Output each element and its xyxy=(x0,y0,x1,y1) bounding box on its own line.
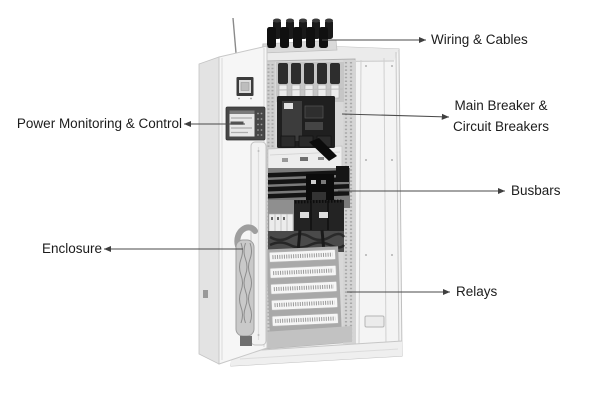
cable-glands xyxy=(262,18,338,54)
cable-loom xyxy=(234,224,258,346)
main-breaker-label: Main Breaker & Circuit Breakers xyxy=(452,98,550,134)
internal-cables xyxy=(268,229,346,253)
annotation-arrows xyxy=(103,36,506,296)
meter-display xyxy=(236,77,254,100)
relay-rows xyxy=(266,246,342,334)
antenna xyxy=(232,17,237,54)
enclosure-label: Enclosure xyxy=(41,241,102,256)
wiring-cables-label: Wiring & Cables xyxy=(431,32,528,47)
main-breaker xyxy=(277,96,337,161)
wire-duct xyxy=(250,141,267,346)
busbars-label: Busbars xyxy=(511,183,561,198)
power-monitoring-label: Power Monitoring & Control xyxy=(16,116,182,131)
ct-insulator-section xyxy=(276,62,344,102)
contactor-row xyxy=(268,199,344,234)
breaker-handle xyxy=(309,138,337,161)
cabinet-interior xyxy=(262,58,356,350)
door-side-strip xyxy=(198,56,220,365)
relays-label: Relays xyxy=(456,284,498,299)
main-breaker-arrow xyxy=(341,113,450,120)
panel-cutout xyxy=(364,315,385,328)
right-panel xyxy=(358,51,400,353)
door-latch xyxy=(203,290,208,298)
din-modules xyxy=(268,213,294,233)
interior-floor xyxy=(263,326,352,349)
cabinet xyxy=(198,17,403,367)
hmi-keypad xyxy=(257,112,263,136)
